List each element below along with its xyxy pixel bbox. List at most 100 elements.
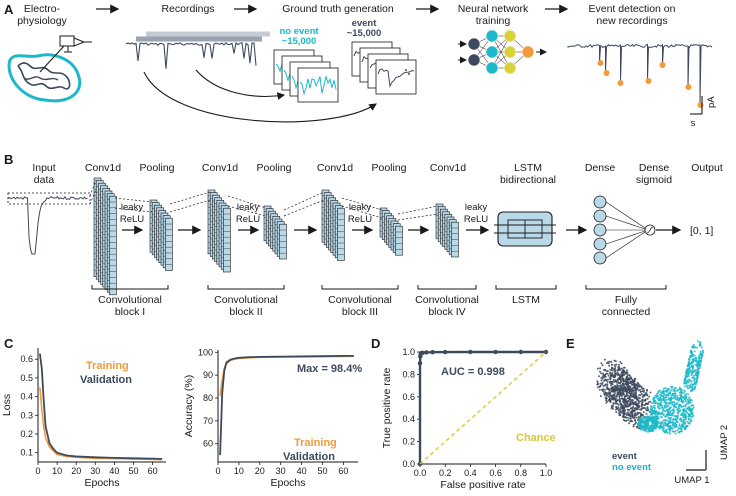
umap-point <box>632 424 635 426</box>
umap-point <box>674 424 677 426</box>
umap-point <box>662 414 665 417</box>
umap-point <box>638 384 641 387</box>
umap-point <box>620 362 623 365</box>
umap-point <box>684 404 687 406</box>
umap-point <box>622 384 625 387</box>
umap-point <box>700 359 703 362</box>
umap-point <box>600 379 603 382</box>
umap-point <box>637 421 640 424</box>
umap-point <box>636 381 639 384</box>
umap-point <box>700 346 703 349</box>
umap-point <box>611 372 614 374</box>
umap-point <box>683 397 686 400</box>
panel-c-letter: C <box>4 336 14 351</box>
umap-point <box>677 397 680 400</box>
umap-point <box>692 384 695 387</box>
umap-point <box>627 378 629 381</box>
umap-point <box>614 387 617 390</box>
umap-point <box>674 387 677 390</box>
umap-point <box>657 405 660 408</box>
umap-point <box>693 374 695 377</box>
umap-point <box>626 377 629 380</box>
umap-point <box>607 388 610 391</box>
umap-point <box>685 382 688 385</box>
input-trace <box>7 192 91 255</box>
umap-point <box>651 406 654 409</box>
umap-point <box>636 406 639 409</box>
umap-point <box>691 368 694 371</box>
umap-point <box>688 401 691 404</box>
umap-point <box>646 402 649 405</box>
umap-point <box>621 372 624 375</box>
umap-point <box>613 364 616 367</box>
umap-point <box>619 410 622 413</box>
umap-point <box>685 426 688 429</box>
umap-point <box>691 387 694 390</box>
umap-point <box>623 400 626 403</box>
umap-point <box>634 394 637 397</box>
roc-auc-label: AUC = 0.998 <box>441 366 505 378</box>
step-electrophysiology-line2: physiology <box>17 15 67 27</box>
umap-point <box>691 389 694 392</box>
roc-point <box>443 349 448 355</box>
x-tick-label: 50 <box>129 466 139 476</box>
umap-point <box>620 392 623 395</box>
umap-point <box>675 415 677 418</box>
umap-point <box>601 388 604 391</box>
umap-point <box>624 416 627 419</box>
umap-point <box>633 380 636 383</box>
umap-point <box>647 409 650 411</box>
umap-point <box>629 395 632 398</box>
umap-point <box>640 385 643 388</box>
y-axis-label: Loss <box>1 394 13 416</box>
umap-point <box>654 419 657 422</box>
projection-line <box>341 205 383 219</box>
umap-point <box>655 423 658 426</box>
umap-point <box>625 398 628 401</box>
x-tick-label: 20 <box>71 466 81 476</box>
group-conv-block-4-line2: block IV <box>428 306 465 318</box>
umap-point <box>615 407 618 410</box>
umap-point <box>691 376 694 379</box>
scale-bar-s: s <box>691 118 696 129</box>
step-ground-truth: Ground truth generation <box>282 3 394 15</box>
umap-point <box>617 366 620 369</box>
umap-point <box>683 380 686 383</box>
step-detection-line1: Event detection on <box>589 3 676 15</box>
umap-point <box>685 410 688 412</box>
umap-point <box>653 404 656 407</box>
umap-point <box>614 379 617 382</box>
layer-dense-sigmoid-line2: sigmoid <box>636 174 672 186</box>
x-tick-label: 40 <box>109 466 119 476</box>
umap-point <box>621 378 624 380</box>
umap-point <box>684 385 686 388</box>
umap-point <box>671 397 674 400</box>
umap-point <box>610 395 613 398</box>
x-axis-label: Epochs <box>270 477 305 489</box>
umap-point <box>693 354 696 357</box>
projection-line <box>283 191 325 211</box>
umap-point <box>632 391 635 393</box>
umap-point <box>665 419 667 422</box>
umap-point <box>623 373 626 376</box>
no-event-label: no event <box>279 26 319 37</box>
umap-point <box>690 383 693 386</box>
step-electrophysiology-line1: Electro- <box>24 3 61 15</box>
umap-point <box>616 371 619 374</box>
umap-point <box>657 411 660 414</box>
umap-point <box>692 404 695 407</box>
x-tick-label: 60 <box>148 466 158 476</box>
umap-point <box>609 382 612 385</box>
umap-point <box>614 400 617 403</box>
umap-point <box>615 363 618 366</box>
umap-point <box>645 408 648 411</box>
umap-point <box>635 396 638 399</box>
umap-point <box>659 395 662 398</box>
umap-point <box>702 351 705 354</box>
pool-block-1-slice <box>165 217 173 271</box>
loss-legend-training: Training <box>86 360 129 372</box>
detected-event-marker <box>697 102 704 108</box>
umap-point <box>685 384 688 387</box>
umap-point <box>689 399 692 401</box>
umap-point <box>640 392 643 395</box>
